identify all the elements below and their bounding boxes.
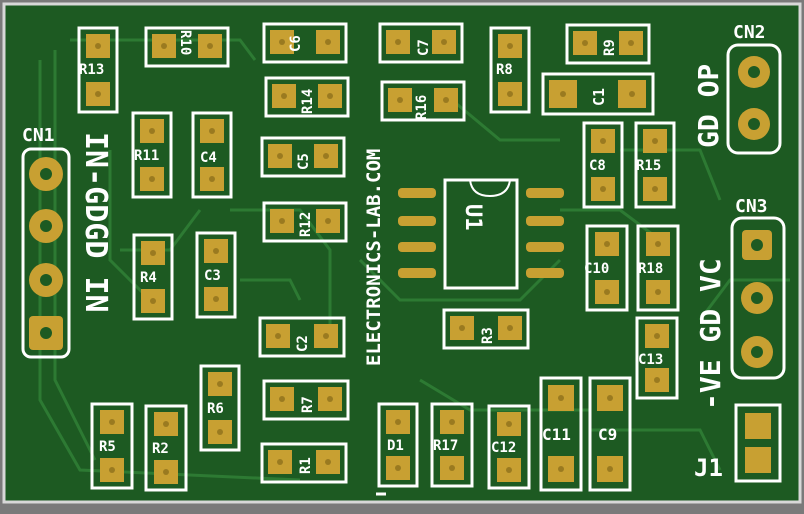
r6-resistor: [199, 364, 241, 452]
c7-capacitor: [378, 22, 464, 64]
c9-capacitor: [588, 376, 632, 492]
r16-resistor: [380, 80, 466, 122]
components: R13 R10 C6 C7 R8: [77, 22, 680, 496]
c3-capacitor: [195, 231, 237, 319]
r11-label: R11: [134, 148, 159, 164]
cn1-connector: [21, 147, 71, 359]
r18-label: R18: [638, 261, 663, 277]
c13-capacitor: [635, 316, 679, 400]
r8-resistor: [489, 26, 531, 114]
r5-label: R5: [99, 439, 116, 455]
c9-label: C9: [598, 425, 617, 444]
c10-label: C10: [584, 261, 609, 277]
c12-capacitor: [487, 404, 531, 490]
board-edge: [2, 2, 802, 504]
c11-label: C11: [542, 425, 571, 444]
r7-label: R7: [300, 396, 316, 413]
c13-label: C13: [638, 352, 663, 368]
c4-capacitor: [191, 111, 233, 199]
r15-label: R15: [636, 158, 661, 174]
c8-label: C8: [589, 158, 606, 174]
c11-capacitor: [539, 376, 583, 492]
j1-connector: [734, 403, 782, 483]
u1-ic: [398, 178, 564, 290]
c1-capacitor: [541, 72, 655, 116]
r7-resistor: [262, 379, 350, 421]
r2-label: R2: [152, 441, 169, 457]
r4-resistor: [132, 233, 174, 321]
r11-resistor: [131, 111, 173, 199]
u1-label: U1: [460, 204, 485, 231]
r18-resistor: [636, 224, 680, 312]
r16-label: R16: [414, 95, 430, 120]
r15-resistor: [634, 121, 676, 209]
c8-capacitor: [582, 121, 624, 209]
r12-resistor: [262, 201, 348, 243]
r9-label: R9: [602, 39, 618, 56]
c3-label: C3: [204, 268, 221, 284]
r4-label: R4: [140, 270, 157, 286]
r1-label: R1: [298, 457, 314, 474]
c12-label: C12: [491, 440, 516, 456]
cn3-label: CN3: [735, 196, 768, 217]
r3-resistor: [442, 308, 530, 350]
d1-label: D1: [387, 438, 404, 454]
c6-label: C6: [288, 35, 304, 52]
r5-resistor: [90, 402, 134, 490]
cn2-connector: [726, 43, 782, 155]
r3-label: R3: [480, 327, 496, 344]
c2-capacitor: [258, 316, 346, 358]
r10-resistor: [144, 26, 230, 68]
r2-resistor: [144, 404, 188, 492]
r1-resistor: [260, 442, 348, 484]
c10-capacitor: [585, 224, 629, 312]
site-label: ELECTRONICS-LAB.COM: [363, 149, 385, 366]
right-top-edge-label: GD OP: [692, 64, 725, 148]
c4-label: C4: [200, 150, 217, 166]
r14-label: R14: [300, 89, 316, 114]
c5-capacitor: [260, 136, 346, 178]
r6-label: R6: [207, 401, 224, 417]
r17-resistor: [430, 402, 474, 488]
r8-label: R8: [496, 62, 513, 78]
cn3-connector: [730, 216, 786, 380]
c7-label: C7: [416, 39, 432, 56]
right-mid-edge-label: -VE GD VC: [694, 258, 727, 410]
r12-label: R12: [298, 212, 314, 237]
j1-label: J1: [694, 454, 723, 482]
cn1-label: CN1: [22, 125, 55, 146]
c1-label: C1: [590, 88, 608, 106]
r13-label: R13: [79, 62, 104, 78]
c6-capacitor: [262, 22, 348, 64]
c5-label: C5: [296, 153, 312, 170]
r9-resistor: [565, 23, 651, 65]
r13-resistor: [77, 26, 119, 114]
c2-label: C2: [295, 335, 311, 352]
r10-label: R10: [177, 30, 193, 55]
cn2-label: CN2: [733, 22, 766, 43]
r17-label: R17: [433, 438, 458, 454]
r14-resistor: [264, 76, 350, 118]
d1-diode: [376, 402, 419, 496]
left-edge-label: IN-GDGD IN: [78, 132, 113, 313]
